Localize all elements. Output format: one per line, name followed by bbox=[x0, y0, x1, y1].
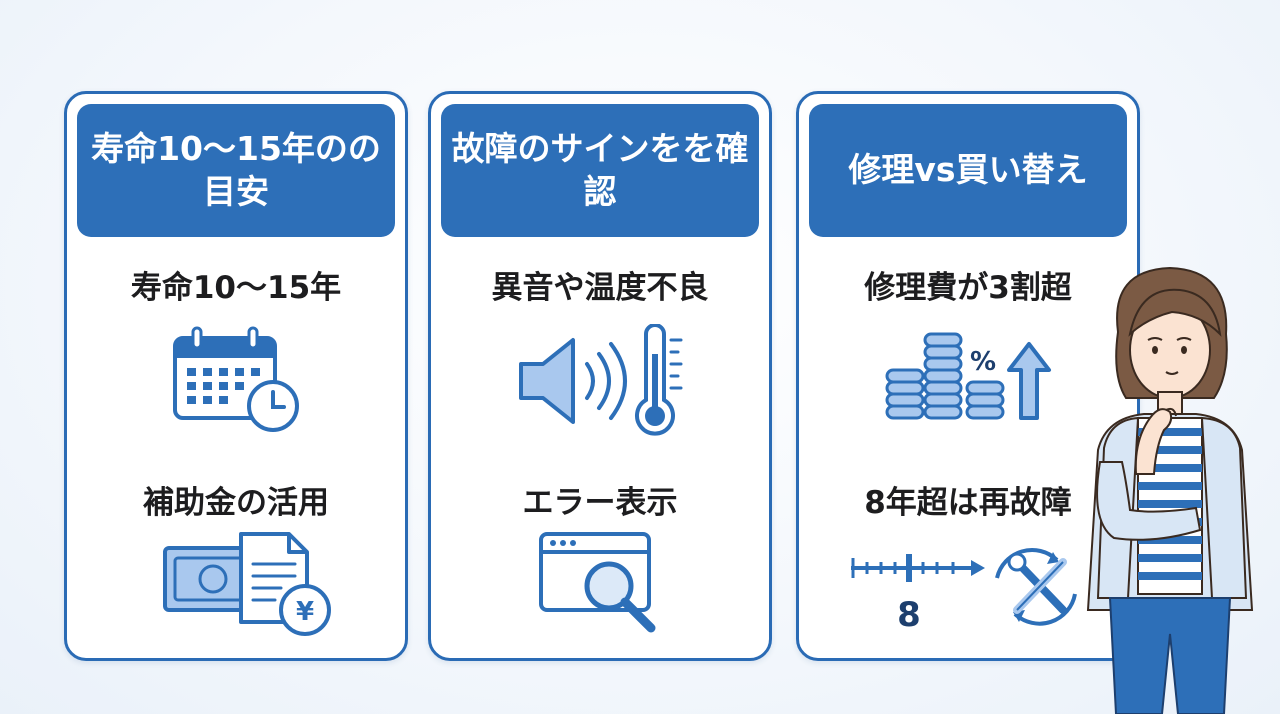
timeline-number: 8 bbox=[897, 595, 921, 635]
item-label-noise-temperature: 異音や温度不良 bbox=[491, 270, 709, 306]
card-title: 寿命10〜15年のの目安 bbox=[77, 104, 395, 237]
money-document-yen-icon: ¥ bbox=[163, 532, 331, 636]
woman-thinking-illustration bbox=[1086, 266, 1254, 714]
coins-percent-arrow-icon: % bbox=[885, 332, 1051, 420]
item-label-repair-cost: 修理費が3割超 bbox=[864, 270, 1072, 306]
item-label-lifespan: 寿命10〜15年 bbox=[130, 270, 342, 306]
card-failure-signs: 故障のサインをを確認 異音や温度不良 エラー表示 bbox=[428, 91, 772, 661]
card-title: 故障のサインをを確認 bbox=[441, 104, 759, 237]
percent-symbol: % bbox=[970, 347, 996, 377]
speaker-thermometer-icon bbox=[519, 324, 683, 436]
item-label-error-display: エラー表示 bbox=[522, 485, 678, 521]
calendar-clock-icon bbox=[173, 326, 299, 432]
timeline-tools-icon: 8 bbox=[851, 548, 1077, 635]
item-label-refailure: 8年超は再故障 bbox=[864, 485, 1072, 521]
item-label-subsidy: 補助金の活用 bbox=[143, 485, 329, 521]
window-magnifier-icon bbox=[539, 532, 656, 633]
yen-symbol: ¥ bbox=[296, 597, 314, 627]
card-title: 修理vs買い替え bbox=[809, 104, 1127, 237]
card-lifespan: 寿命10〜15年のの目安 寿命10〜15年 補助金の活用 ¥ bbox=[64, 91, 408, 661]
card-repair-vs-replace: 修理vs買い替え 修理費が3割超 % 8年超は再故障 8 bbox=[796, 91, 1140, 661]
